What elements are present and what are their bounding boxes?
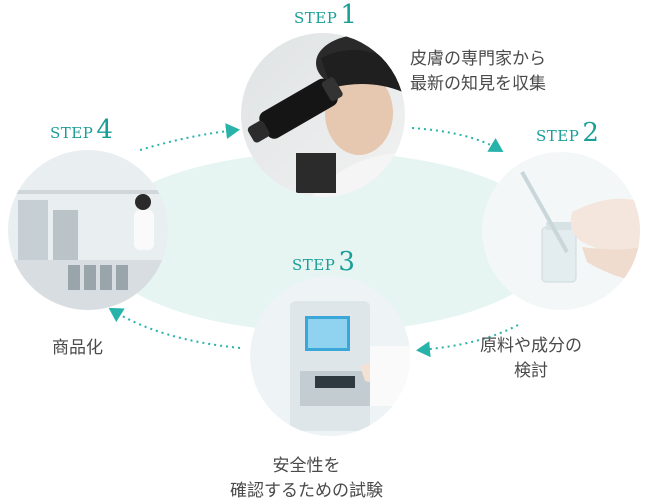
step-2-label: 原料や成分の 検討 [480,334,582,384]
step-3-label-line-2: 確認するための試験 [230,481,383,501]
step-word: STEP [50,124,94,142]
step-1-label-line-2: 最新の知見を収集 [410,74,546,94]
arrow-step1-to-step2 [411,127,504,153]
step-1-label-line-1: 皮膚の専門家から [410,49,546,69]
step-2-photo-ingredient-testing [482,152,640,310]
step-number: 3 [338,247,356,277]
step-number: 1 [340,0,358,30]
step-3-label-line-1: 安全性を [272,456,341,476]
arrow-step3-to-step4 [108,307,241,349]
step-word: STEP [536,127,580,145]
step-2-label-line-2: 検討 [514,361,548,381]
step-2-label-line-1: 原料や成分の [480,336,582,356]
step-3-label: 安全性を 確認するための試験 [230,454,383,504]
step-3-photo-safety-test-equipment [250,276,410,436]
step-number: 4 [96,115,114,145]
step-1-label: 皮膚の専門家から 最新の知見を収集 [410,47,546,97]
step-4-label-line-1: 商品化 [52,338,103,358]
step-word: STEP [294,9,338,27]
step-4-photo-production-line [8,150,168,310]
step-4-label: 商品化 [52,336,103,361]
arrow-step4-to-step1 [139,123,240,151]
step-number: 2 [582,118,600,148]
step-1-photo-scientist-microscope [241,33,405,197]
step-word: STEP [292,256,336,274]
